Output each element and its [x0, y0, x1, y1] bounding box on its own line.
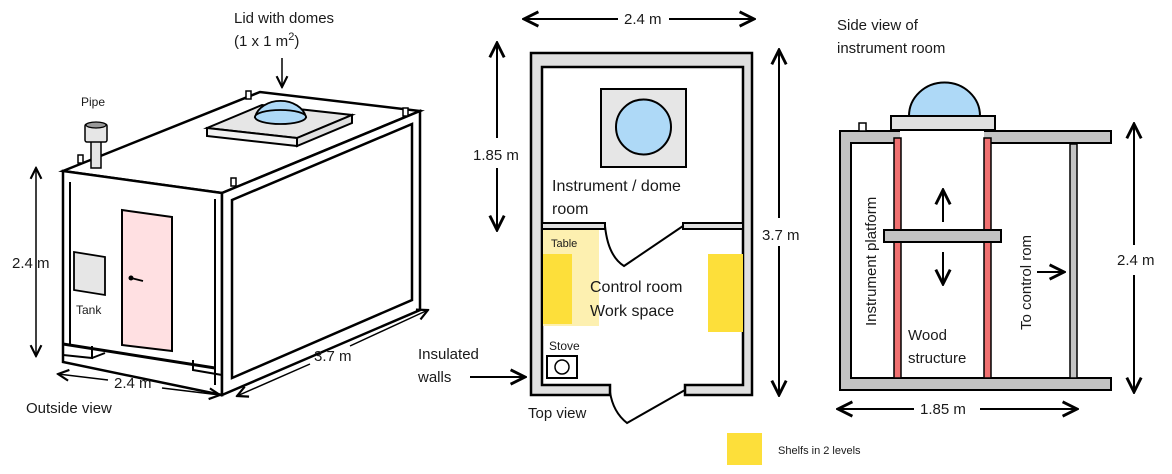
- wood-post-right: [983, 137, 992, 379]
- instrument-room-dimension-label: 1.85 m: [473, 147, 519, 164]
- shelf-right: [708, 254, 743, 332]
- door: [121, 208, 173, 353]
- top-view: 2.4 m 1.85 m 3.7 m Instrument / dome roo…: [417, 11, 800, 425]
- wood-structure-label-line1: Wood: [908, 327, 947, 344]
- to-control-room-label: To control rom: [1018, 235, 1035, 330]
- control-room-label-line1: Control room: [590, 279, 682, 296]
- partition-wall: [1069, 143, 1078, 379]
- insulated-walls-label-line2: walls: [417, 369, 451, 386]
- stove-label: Stove: [549, 339, 580, 353]
- instrument-room-label-line2: room: [552, 201, 588, 218]
- width-dimension-label: 2.4 m: [624, 11, 662, 28]
- tank-label: Tank: [76, 303, 102, 317]
- shelf-left: [543, 254, 572, 324]
- legend-shelf-label: Shelfs in 2 levels: [778, 445, 861, 457]
- length-dimension-label: 3.7 m: [762, 227, 800, 244]
- insulated-walls-label-line1: Insulated: [418, 346, 479, 363]
- wood-post-left: [893, 137, 902, 379]
- lid-with-dome: [203, 100, 356, 148]
- side-height-label: 2.4 m: [1117, 252, 1155, 269]
- side-width-label: 1.85 m: [920, 401, 966, 418]
- outside-view: Lid with domes (1 x 1 m2) Pipe Tank 2.4 …: [12, 10, 428, 417]
- instrument-platform: [883, 229, 1002, 243]
- dome-icon: [615, 98, 672, 156]
- pipe-icon: [84, 121, 108, 169]
- lid-label-line1: Lid with domes: [234, 10, 334, 27]
- legend-shelf-swatch: [727, 433, 762, 465]
- outer-door-swing: [609, 389, 686, 425]
- top-view-title: Top view: [528, 405, 587, 422]
- control-room-label-line2: Work space: [590, 303, 674, 320]
- container-side-panel: [230, 122, 414, 380]
- instrument-room-label-line1: Instrument / dome: [552, 178, 681, 195]
- length-dimension-arrow-left: [237, 363, 311, 396]
- side-lid: [890, 115, 996, 131]
- lid-label-line2: (1 x 1 m2): [234, 31, 299, 50]
- table-label: Table: [551, 238, 577, 250]
- pipe-label: Pipe: [81, 95, 105, 109]
- tank: [73, 250, 106, 297]
- side-view: Side view of instrument room Instrument …: [837, 17, 1155, 418]
- side-view-title-line1: Side view of: [837, 17, 919, 34]
- side-dome-icon: [907, 81, 982, 117]
- width-dimension-arrow-right: [161, 387, 220, 395]
- wood-structure-label-line2: structure: [908, 350, 966, 367]
- instrument-platform-label: Instrument platform: [863, 197, 880, 326]
- width-dimension-arrow-left: [58, 374, 109, 380]
- legend: Shelfs in 2 levels: [727, 433, 861, 465]
- side-view-title-line2: instrument room: [837, 40, 945, 57]
- outside-view-title: Outside view: [26, 400, 112, 417]
- height-dimension-label: 2.4 m: [12, 255, 50, 272]
- length-dimension-arrow-right: [349, 310, 428, 347]
- length-dimension-label: 3.7 m: [314, 348, 352, 365]
- width-dimension-label: 2.4 m: [114, 375, 152, 392]
- side-wall: [839, 130, 1112, 391]
- inner-door-swing: [604, 225, 684, 268]
